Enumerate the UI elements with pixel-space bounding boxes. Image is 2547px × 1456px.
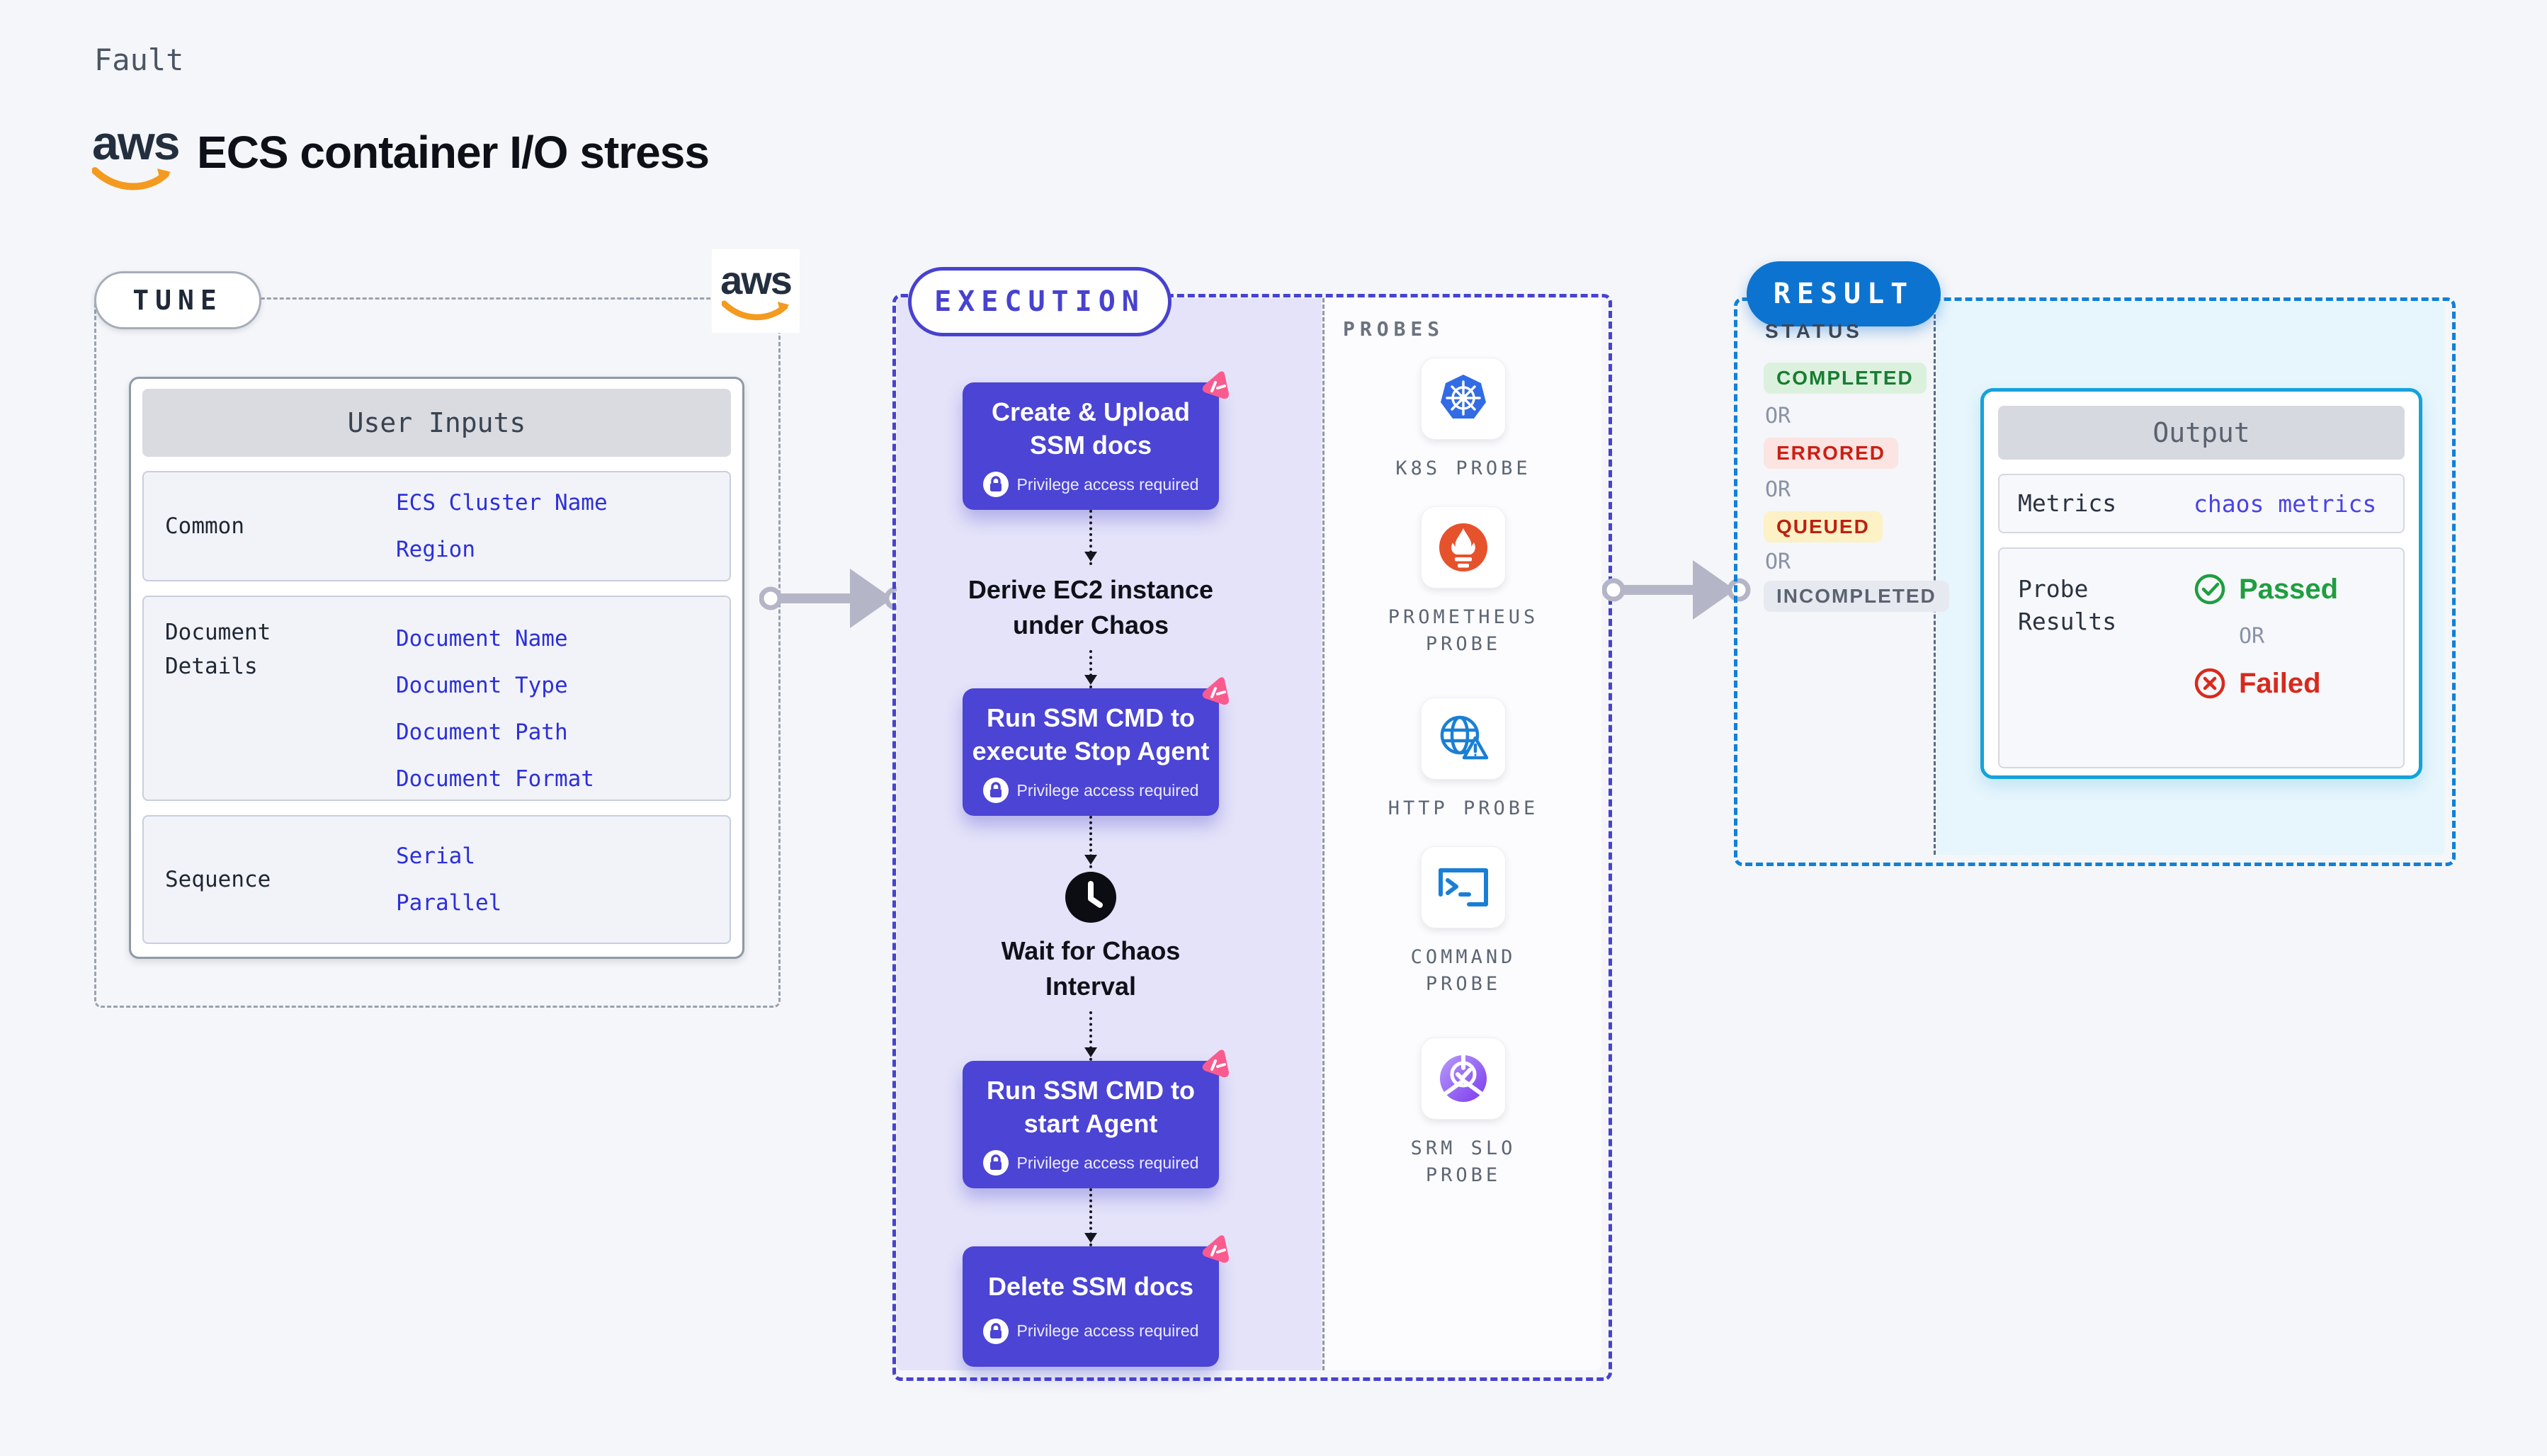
- metrics-label: Metrics: [2018, 489, 2117, 517]
- step-title-line: start Agent: [1023, 1109, 1158, 1138]
- input-value: Region: [396, 537, 475, 562]
- status-badge-completed: COMPLETED: [1764, 363, 1927, 394]
- globe-warning-icon: [1440, 715, 1489, 760]
- probes-title: PROBES: [1343, 317, 1445, 341]
- page-title: ECS container I/O stress: [197, 127, 710, 178]
- aws-wordmark: aws: [92, 116, 181, 170]
- status-badge-queued: QUEUED: [1764, 511, 1883, 542]
- input-value: Document Type: [396, 673, 568, 698]
- step-run-ssm-start-agent: Run SSM CMD to start Agent Privilege acc…: [963, 1050, 1229, 1188]
- status-title: STATUS: [1765, 320, 1863, 342]
- or-separator: OR: [2239, 624, 2265, 649]
- x-circle-icon: [2194, 668, 2225, 699]
- execution-flow: Create & Upload SSM docs Privilege acces…: [963, 371, 1229, 1367]
- input-group-document-details: Document Details Document Name Document …: [142, 596, 731, 801]
- chaos-experiment-icon: [1202, 1235, 1229, 1263]
- step-derive-ec2-note: Derive EC2 instance under Chaos: [968, 575, 1214, 639]
- output-metrics-row: Metrics chaos metrics: [1998, 474, 2405, 533]
- probe-command: COMMAND PROBE: [1325, 846, 1601, 998]
- fault-kicker: Fault: [94, 42, 184, 77]
- output-header: Output: [1998, 406, 2405, 460]
- probe-prometheus: PROMETHEUS PROBE: [1325, 506, 1601, 658]
- step-title-line: Run SSM CMD to: [987, 1076, 1195, 1105]
- probe-results-label: Probe Results: [2018, 575, 2117, 635]
- result-status-divider: [1934, 302, 1936, 855]
- probe-http: HTTP PROBE: [1325, 698, 1601, 822]
- input-group-sequence: Sequence Serial Parallel: [142, 815, 731, 944]
- metrics-value: chaos metrics: [2194, 489, 2377, 518]
- execution-probes-divider: [1322, 298, 1324, 1370]
- input-group-label: Sequence: [165, 867, 271, 892]
- input-group-label: Document Details: [165, 620, 271, 679]
- flow-connector-arrow: [1084, 816, 1097, 868]
- privilege-note: Privilege access required: [1016, 780, 1199, 800]
- execution-section: [892, 294, 1612, 1381]
- step-create-upload-ssm-docs: Create & Upload SSM docs Privilege acces…: [963, 371, 1229, 510]
- input-group-common: Common ECS Cluster Name Region: [142, 471, 731, 581]
- execution-label: EXECUTION: [908, 267, 1172, 336]
- step-title-line: Run SSM CMD to: [987, 703, 1195, 732]
- input-value: Document Name: [396, 626, 568, 652]
- or-separator: OR: [1765, 404, 1791, 428]
- output-probe-results-row: Probe Results Passed OR Failed: [1998, 547, 2405, 768]
- probes-panel: [1325, 298, 1601, 1370]
- step-delete-ssm-docs: Delete SSM docs Privilege access require…: [963, 1235, 1229, 1367]
- slo-pie-check-icon: [1440, 1053, 1487, 1102]
- check-circle-icon: [2194, 574, 2225, 605]
- step-title-line: SSM docs: [1029, 431, 1152, 460]
- terminal-icon: [1439, 868, 1488, 906]
- input-value: Document Format: [396, 766, 594, 792]
- or-separator: OR: [1765, 550, 1791, 574]
- aws-wordmark: aws: [720, 258, 793, 302]
- result-label: RESULT: [1747, 261, 1941, 326]
- result-section: [1734, 297, 2456, 866]
- input-group-label: Common: [165, 513, 244, 539]
- step-run-ssm-stop-agent: Run SSM CMD to execute Stop Agent Privil…: [963, 677, 1229, 816]
- probe-srm-slo: SRM SLO PROBE: [1325, 1037, 1601, 1189]
- tune-section: [94, 297, 781, 1008]
- privilege-note: Privilege access required: [1016, 1321, 1199, 1340]
- flow-connector-arrow: [1084, 650, 1097, 688]
- aws-logo: aws: [91, 116, 181, 190]
- flow-connector-arrow: [1084, 510, 1097, 565]
- clock-icon: [1065, 872, 1116, 923]
- probe-k8s: K8S PROBE: [1325, 358, 1601, 482]
- input-value: Document Path: [396, 720, 568, 745]
- lock-icon: [982, 1150, 1009, 1176]
- privilege-note: Privilege access required: [1016, 1153, 1199, 1172]
- probe-result-passed: Passed: [2239, 573, 2339, 605]
- output-card: Output Metrics chaos metrics Probe Resul…: [1980, 388, 2422, 779]
- input-value: Parallel: [396, 890, 502, 916]
- kubernetes-icon: [1441, 375, 1486, 419]
- step-title-line: Delete SSM docs: [987, 1271, 1194, 1301]
- input-value: Serial: [396, 843, 475, 869]
- lock-icon: [982, 778, 1009, 803]
- aws-swoosh-icon: [91, 167, 171, 190]
- or-separator: OR: [1765, 477, 1791, 502]
- step-wait-chaos-interval: Wait for Chaos Interval: [1001, 936, 1181, 1001]
- step-title-line: Create & Upload: [991, 397, 1191, 426]
- flow-connector-arrow: [1084, 1188, 1097, 1246]
- prometheus-icon: [1439, 523, 1487, 571]
- input-value: ECS Cluster Name: [396, 490, 608, 516]
- tune-to-execution-arrow: [759, 569, 908, 628]
- execution-to-result-arrow: [1602, 560, 1751, 620]
- chaos-experiment-icon: [1202, 1050, 1229, 1078]
- aws-swoosh-icon: [722, 300, 790, 321]
- flow-connector-arrow: [1084, 1011, 1097, 1061]
- lock-icon: [982, 472, 1009, 497]
- status-badge-errored: ERRORED: [1764, 438, 1899, 469]
- user-inputs-header: User Inputs: [142, 389, 731, 457]
- status-badge-incompleted: INCOMPLETED: [1764, 581, 1949, 612]
- tune-label: TUNE: [94, 271, 261, 329]
- user-inputs-card: User Inputs Common ECS Cluster Name Regi…: [129, 377, 744, 959]
- chaos-experiment-icon: [1202, 677, 1229, 705]
- probe-result-failed: Failed: [2239, 667, 2321, 699]
- aws-logo-tune: aws: [712, 249, 800, 333]
- chaos-experiment-icon: [1202, 371, 1229, 399]
- step-title-line: execute Stop Agent: [972, 736, 1210, 766]
- privilege-note: Privilege access required: [1016, 474, 1199, 494]
- lock-icon: [982, 1318, 1009, 1344]
